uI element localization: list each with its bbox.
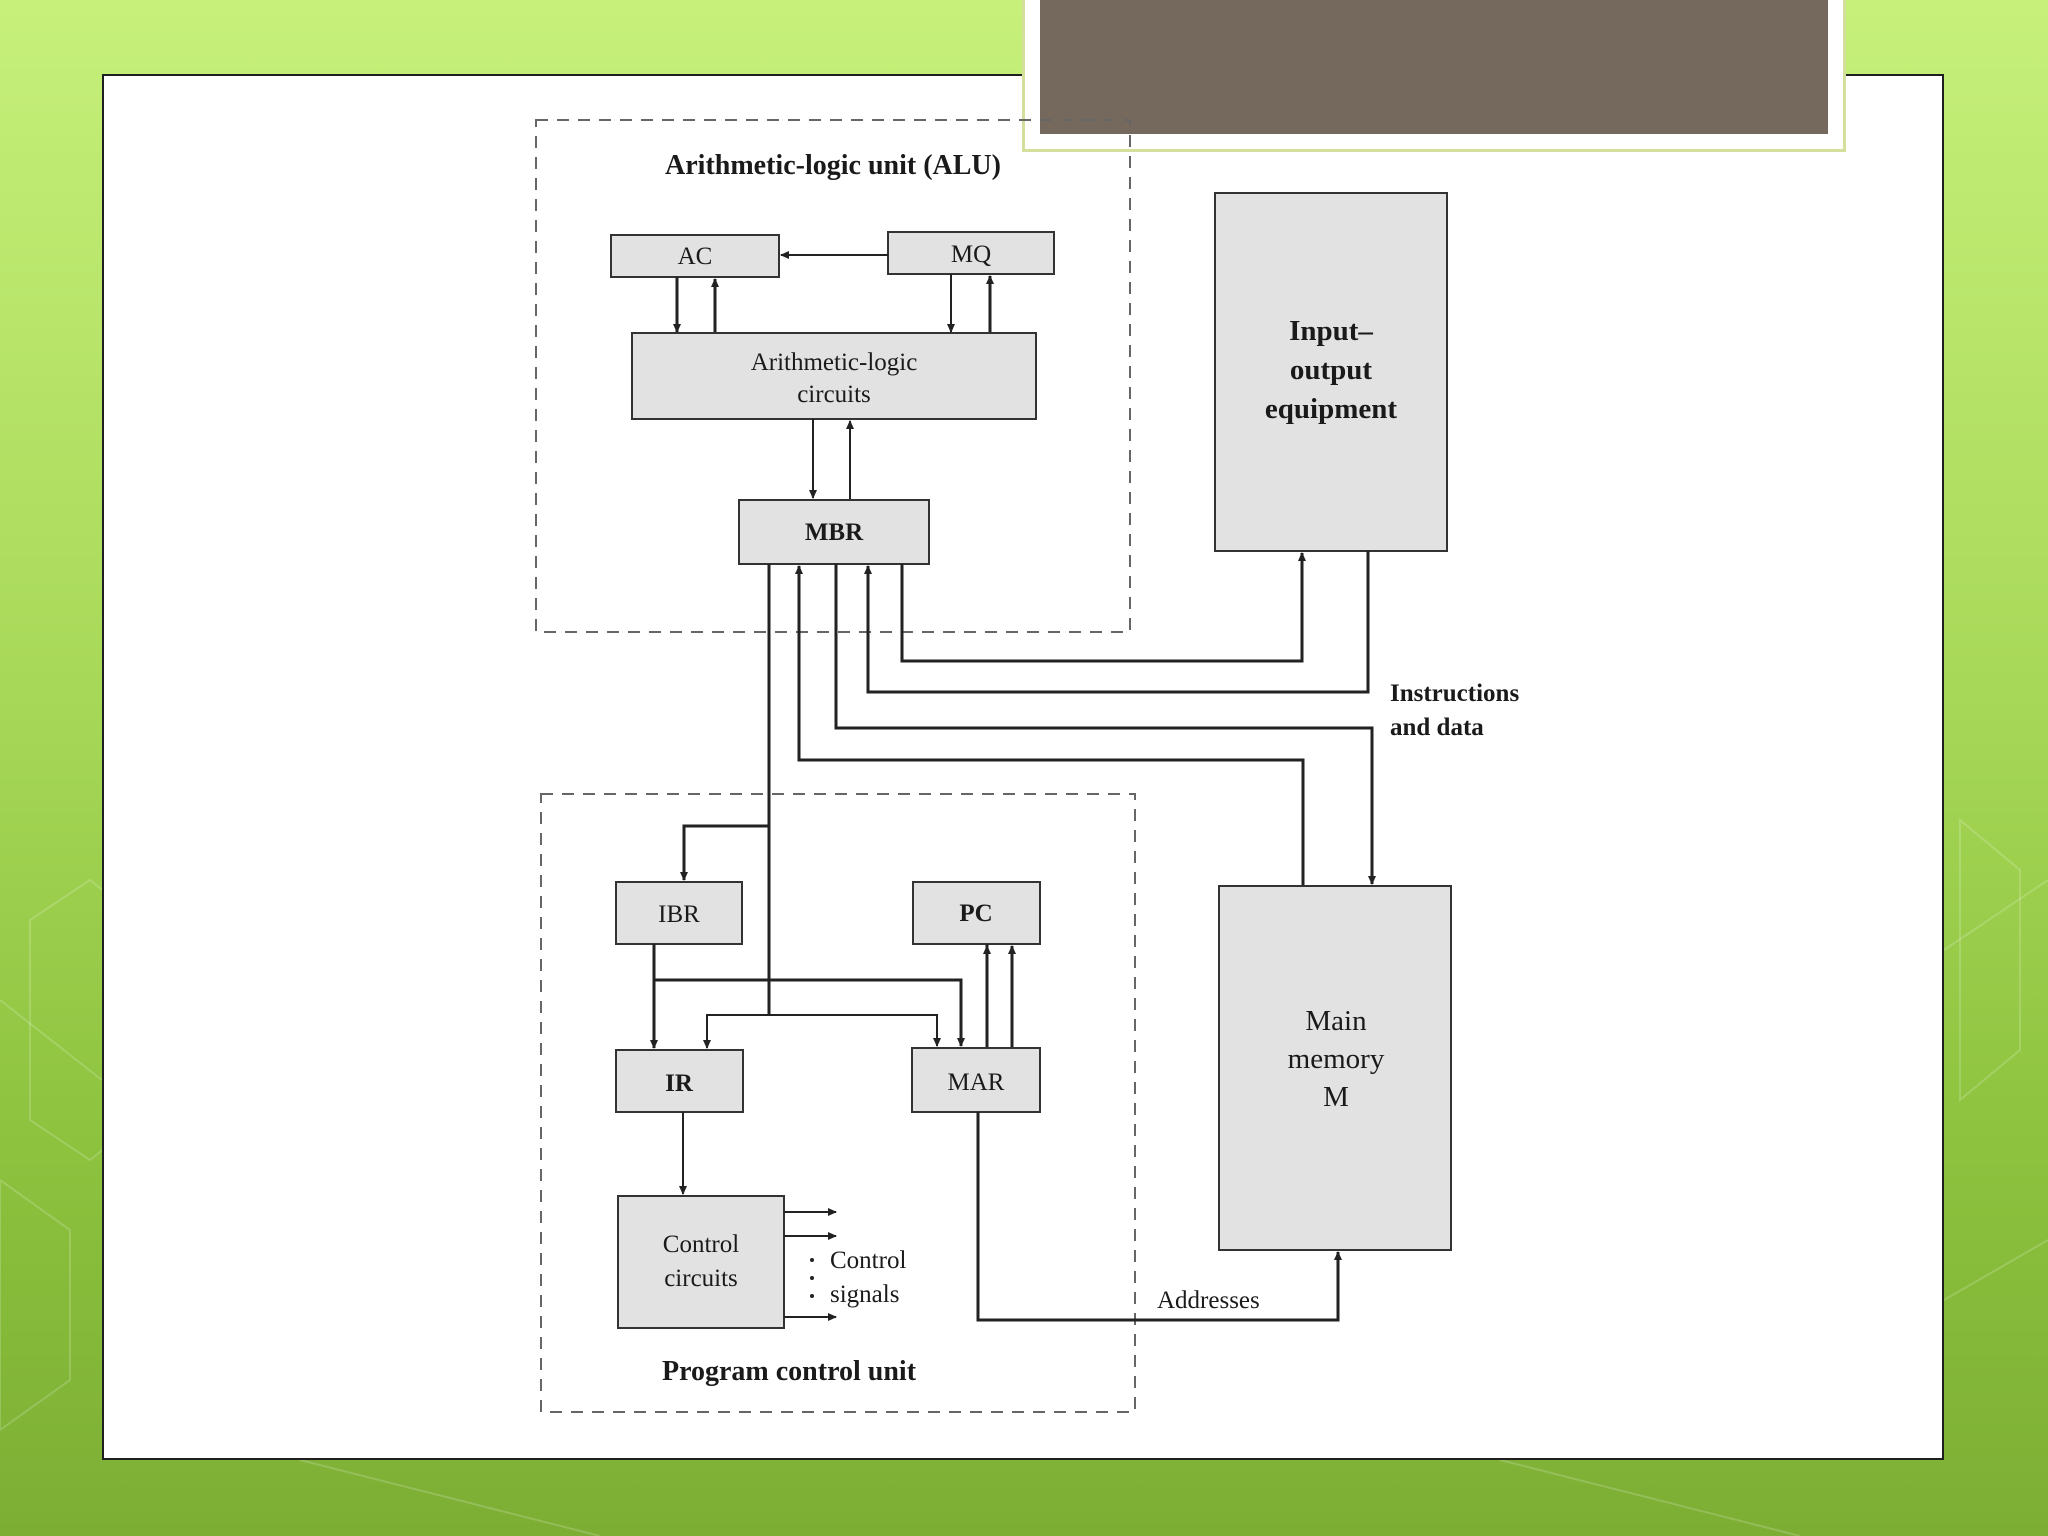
memory-label-line1: Main bbox=[1305, 1005, 1367, 1037]
memory-to-mbr-path bbox=[795, 565, 1305, 886]
circuits-label-line2: circuits bbox=[797, 381, 871, 408]
ibr-to-mar-path bbox=[654, 978, 965, 1047]
io-label-line1: Input– bbox=[1289, 315, 1373, 347]
io-label-line2: output bbox=[1290, 354, 1373, 386]
control-circuits bbox=[617, 1195, 785, 1329]
mbr-register bbox=[738, 499, 930, 565]
alu-boundary bbox=[535, 119, 1131, 633]
circuits-label-line1: Arithmetic-logic bbox=[751, 349, 918, 376]
signal-dot-2 bbox=[810, 1276, 814, 1280]
ac-register bbox=[610, 234, 780, 278]
signals-label-line2: signals bbox=[830, 1281, 899, 1308]
memory-label-line2: memory bbox=[1288, 1043, 1385, 1075]
memory-label-line3: M bbox=[1323, 1081, 1349, 1113]
title-placeholder bbox=[1040, 0, 1828, 134]
control-label-line2: circuits bbox=[664, 1265, 738, 1292]
signal-dot-3 bbox=[810, 1294, 814, 1298]
io-label-line3: equipment bbox=[1265, 393, 1397, 425]
pcu-title: Program control unit bbox=[662, 1356, 917, 1387]
mar-register bbox=[911, 1047, 1041, 1113]
addresses-label: Addresses bbox=[1157, 1287, 1260, 1314]
input-output-equipment bbox=[1214, 192, 1448, 552]
mbr-to-mar-path bbox=[769, 1014, 941, 1047]
content-panel bbox=[102, 74, 1944, 1460]
mbr-to-io-path bbox=[900, 552, 1306, 663]
mar-label: MAR bbox=[948, 1069, 1005, 1096]
ir-register bbox=[615, 1049, 744, 1113]
mbr-to-ibr-path bbox=[680, 824, 769, 881]
ibr-register bbox=[615, 881, 743, 945]
mq-register bbox=[887, 231, 1055, 275]
ir-label: IR bbox=[665, 1070, 694, 1097]
main-memory bbox=[1218, 885, 1452, 1251]
mar-to-memory-path bbox=[976, 1112, 1342, 1322]
ibr-label: IBR bbox=[658, 901, 700, 928]
instructions-label-line1: Instructions bbox=[1390, 680, 1519, 707]
ac-label: AC bbox=[678, 243, 713, 270]
mq-label: MQ bbox=[951, 241, 991, 268]
alu-title: Arithmetic-logic unit (ALU) bbox=[665, 150, 1001, 181]
signal-dot-1 bbox=[810, 1258, 814, 1262]
pc-label: PC bbox=[959, 900, 992, 927]
signals-label-line1: Control bbox=[830, 1247, 906, 1274]
control-label-line1: Control bbox=[663, 1231, 739, 1258]
mbr-to-ir-path bbox=[703, 1014, 769, 1049]
pc-register bbox=[912, 881, 1041, 945]
pcu-boundary bbox=[540, 793, 1136, 1413]
io-to-mbr-path bbox=[864, 551, 1370, 694]
arithmetic-logic-circuits bbox=[631, 332, 1037, 420]
mbr-to-memory-path bbox=[834, 564, 1376, 885]
instructions-label-line2: and data bbox=[1390, 714, 1484, 741]
mbr-label: MBR bbox=[805, 519, 864, 546]
